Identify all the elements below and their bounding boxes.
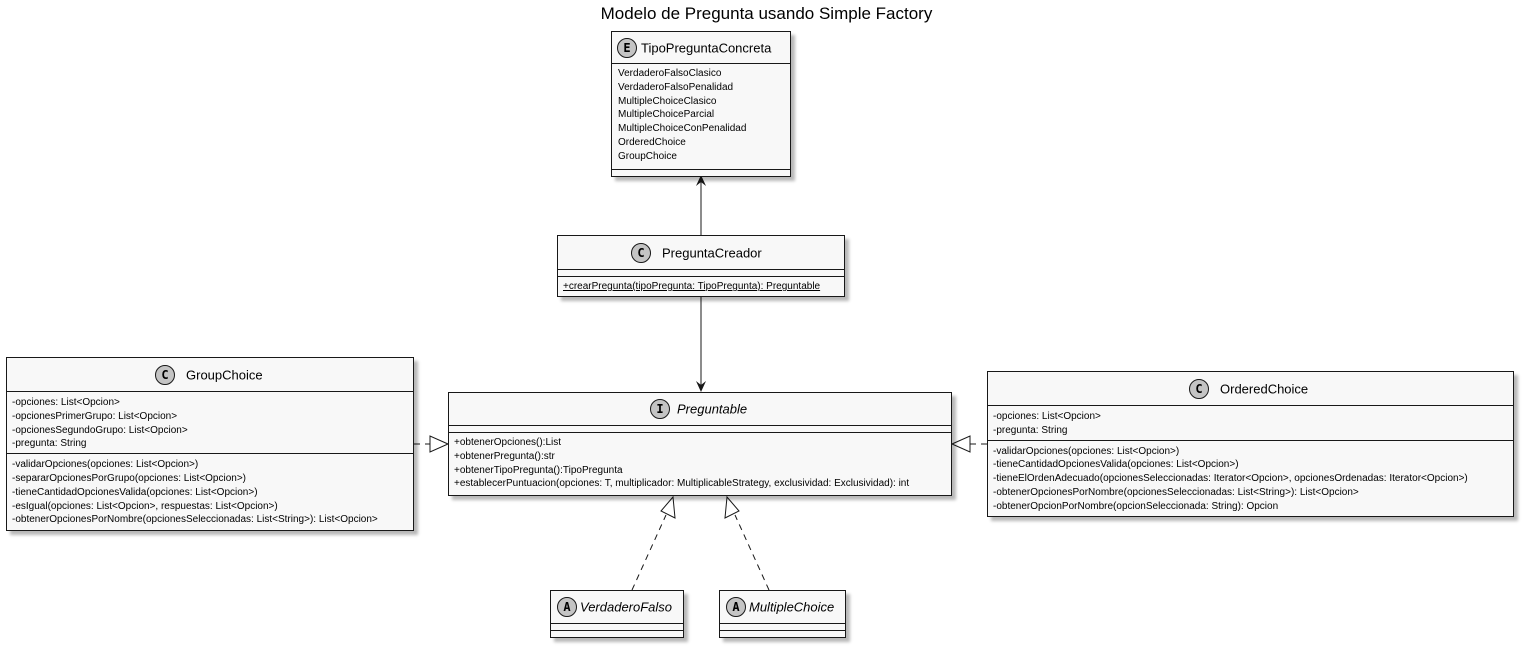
class-badge-icon: C xyxy=(1189,378,1209,399)
ordered-attr: -pregunta: String xyxy=(993,424,1068,436)
creador-methods: +crearPregunta(tipoPregunta: TipoPregunt… xyxy=(558,277,844,297)
abstract-multiple-choice[interactable]: A MultipleChoice xyxy=(719,590,846,638)
diagram-title: Modelo de Pregunta usando Simple Factory xyxy=(600,4,933,23)
enum-value: OrderedChoice xyxy=(618,136,686,148)
preguntable-methods: +obtenerOpciones():List +obtenerPregunta… xyxy=(449,433,951,494)
group-attr: -opciones: List<Opcion> xyxy=(12,397,120,408)
enum-name: TipoPreguntaConcreta xyxy=(641,40,772,55)
group-method: -tieneCantidadOpcionesValida(opciones: L… xyxy=(12,486,258,498)
creador-method: +crearPregunta(tipoPregunta: TipoPregunt… xyxy=(563,281,821,292)
group-attr: -pregunta: String xyxy=(12,438,87,450)
ordered-method: -validarOpciones(opciones: List<Opcion>) xyxy=(993,445,1180,457)
group-attr: -opcionesPrimerGrupo: List<Opcion> xyxy=(12,410,178,422)
preguntable-method: +obtenerTipoPregunta():TipoPregunta xyxy=(454,464,623,476)
arrowhead-vf xyxy=(660,495,676,519)
enum-values: VerdaderoFalsoClasico VerdaderoFalsoPena… xyxy=(612,64,790,170)
ordered-attr: -opciones: List<Opcion> xyxy=(993,411,1101,422)
group-attr: -opcionesSegundoGrupo: List<Opcion> xyxy=(12,424,188,436)
class-pregunta-creador[interactable]: C PreguntaCreador +crearPregunta(tipoPre… xyxy=(557,235,845,297)
ordered-method: -obtenerOpcionesPorNombre(opcionesSelecc… xyxy=(993,486,1359,498)
enum-value: MultipleChoiceConPenalidad xyxy=(618,123,747,135)
preguntable-method: +obtenerPregunta():str xyxy=(454,450,555,462)
arrowhead-group xyxy=(429,435,450,453)
abstract-badge-icon: A xyxy=(726,597,746,617)
enum-value: MultipleChoiceClasico xyxy=(618,95,717,107)
preguntable-header: I Preguntable xyxy=(449,393,951,426)
enum-value: VerdaderoFalsoClasico xyxy=(618,68,722,79)
enum-header: E TipoPreguntaConcreta xyxy=(612,32,790,64)
mc-attrs xyxy=(720,624,845,631)
group-method: -separarOpcionesPorGrupo(opciones: List<… xyxy=(12,472,247,484)
preguntable-attrs xyxy=(449,426,951,433)
group-method: -validarOpciones(opciones: List<Opcion>) xyxy=(12,459,199,471)
enum-tipo-pregunta-concreta[interactable]: E TipoPreguntaConcreta VerdaderoFalsoCla… xyxy=(611,31,791,177)
enum-value: VerdaderoFalsoPenalidad xyxy=(618,81,734,93)
vf-attrs xyxy=(551,624,683,631)
interface-preguntable[interactable]: I Preguntable +obtenerOpciones():List +o… xyxy=(448,392,952,496)
preguntable-method: +establecerPuntuacion(opciones: T, multi… xyxy=(454,478,910,490)
vf-header: A VerdaderoFalso xyxy=(551,591,683,624)
creador-name: PreguntaCreador xyxy=(662,245,762,260)
mc-header: A MultipleChoice xyxy=(720,591,845,624)
interface-badge-icon: I xyxy=(650,399,670,419)
mc-name: MultipleChoice xyxy=(749,599,835,615)
enum-value: GroupChoice xyxy=(618,150,677,162)
group-methods: -validarOpciones(opciones: List<Opcion>)… xyxy=(7,453,413,530)
edge-vf-realization xyxy=(631,514,667,591)
enum-value: MultipleChoiceParcial xyxy=(618,109,715,121)
creador-header: C PreguntaCreador xyxy=(558,236,844,270)
class-group-choice[interactable]: C GroupChoice -opciones: List<Opcion> -o… xyxy=(6,357,414,531)
group-header: C GroupChoice xyxy=(7,358,413,392)
preguntable-method: +obtenerOpciones():List xyxy=(454,437,562,448)
ordered-method: -tieneCantidadOpcionesValida(opciones: L… xyxy=(993,459,1239,471)
ordered-name: OrderedChoice xyxy=(1220,381,1309,396)
edge-mc-realization xyxy=(734,514,770,591)
arrowhead-enum xyxy=(696,175,706,186)
arrowhead-mc xyxy=(724,495,740,519)
arrowhead-preguntable xyxy=(696,381,706,392)
class-badge-icon: C xyxy=(155,364,175,385)
preguntable-name: Preguntable xyxy=(677,401,748,417)
vf-name: VerdaderoFalso xyxy=(580,599,673,615)
ordered-method: -tieneElOrdenAdecuado(opcionesSelecciona… xyxy=(993,473,1468,485)
creador-attrs xyxy=(558,270,844,277)
group-name: GroupChoice xyxy=(186,367,263,382)
abstract-verdadero-falso[interactable]: A VerdaderoFalso xyxy=(550,590,684,638)
ordered-attrs: -opciones: List<Opcion> -pregunta: Strin… xyxy=(988,406,1513,440)
ordered-method: -obtenerOpcionPorNombre(opcionSelecciona… xyxy=(993,500,1279,512)
class-ordered-choice[interactable]: C OrderedChoice -opciones: List<Opcion> … xyxy=(987,371,1514,517)
group-method: -obtenerOpcionesPorNombre(opcionesSelecc… xyxy=(12,514,378,526)
ordered-header: C OrderedChoice xyxy=(988,372,1513,406)
group-attrs: -opciones: List<Opcion> -opcionesPrimerG… xyxy=(7,392,413,453)
abstract-badge-icon: A xyxy=(557,597,577,617)
arrowhead-ordered xyxy=(950,435,971,453)
ordered-methods: -validarOpciones(opciones: List<Opcion>)… xyxy=(988,439,1513,517)
class-badge-icon: C xyxy=(631,242,651,263)
group-method: -esIgual(opciones: List<Opcion>, respues… xyxy=(12,500,278,512)
enum-badge-icon: E xyxy=(617,37,637,58)
